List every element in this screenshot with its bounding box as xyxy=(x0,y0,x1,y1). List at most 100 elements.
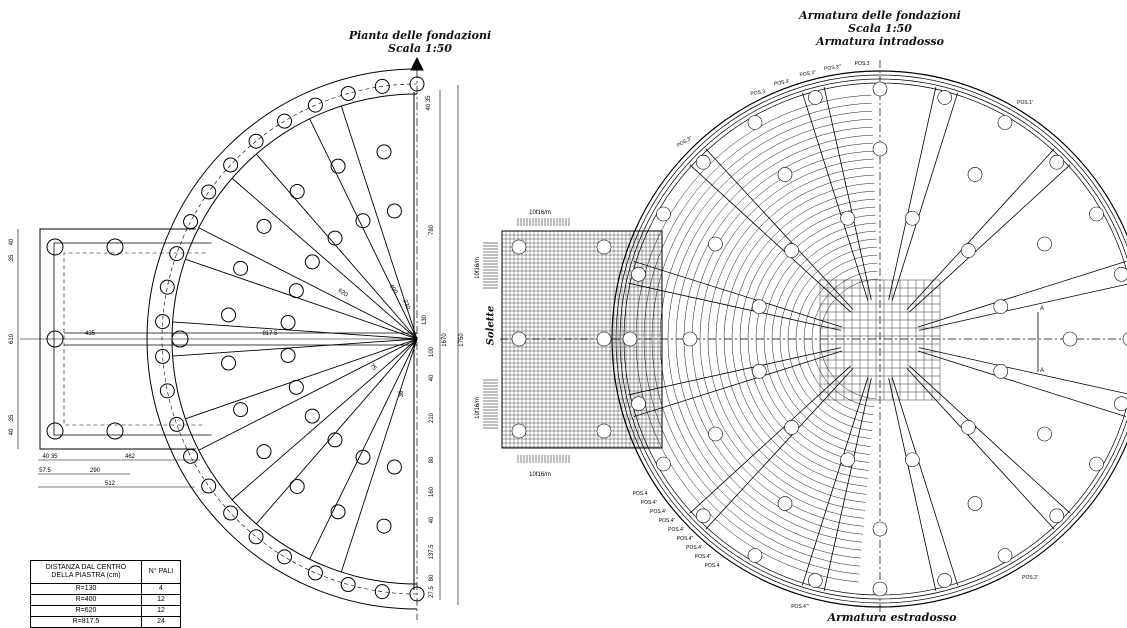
pile-circle xyxy=(277,113,293,129)
table-header-row: DISTANZA DAL CENTRO DELLA PIASTRA (cm) N… xyxy=(30,560,181,584)
pile-circle xyxy=(374,584,390,600)
pile-circle xyxy=(695,508,711,524)
pile-circle xyxy=(596,423,612,439)
pos-label: POS.4" xyxy=(695,554,712,560)
plan-rib-line xyxy=(185,338,418,420)
ring-bar xyxy=(731,190,875,487)
pile-circle xyxy=(993,364,1009,379)
pile-circle xyxy=(374,78,390,94)
pile-circle xyxy=(631,266,646,282)
plan-rib-line xyxy=(309,338,418,560)
pile-circle xyxy=(223,157,239,173)
dim-label: 35 xyxy=(9,414,15,421)
dim-label: 40 xyxy=(9,428,15,435)
bar-label: 10f16/m xyxy=(529,210,551,216)
spoke-bar xyxy=(888,377,937,591)
pile-circle xyxy=(1122,332,1127,346)
pile-circle xyxy=(1049,508,1065,524)
pile-circle xyxy=(905,210,920,226)
pile-circle xyxy=(656,456,671,472)
section-label: A xyxy=(1040,368,1044,374)
table-header-distance: DISTANZA DAL CENTRO DELLA PIASTRA (cm) xyxy=(30,560,142,584)
pile-circle xyxy=(596,239,612,255)
ring-bar xyxy=(755,214,876,463)
dim-label: 130 xyxy=(422,314,428,325)
pos-label: POS.4' xyxy=(650,509,666,515)
pile-circle xyxy=(993,299,1009,314)
pile-circle xyxy=(747,548,763,563)
table-cell-radius: R=817.5 xyxy=(30,616,142,628)
ring-bar xyxy=(787,246,877,431)
spoke-bar xyxy=(705,148,854,310)
pile-circle xyxy=(784,243,799,258)
table-cell-radius: R=620 xyxy=(30,605,142,617)
pile-circle xyxy=(340,85,356,101)
bar-label: 10f16/m xyxy=(475,397,481,419)
dim-label: 290 xyxy=(90,468,101,474)
pile-circle xyxy=(155,348,171,364)
pile-circle xyxy=(872,81,888,97)
bar-label: 10f16/m xyxy=(529,472,551,478)
spoke-bar xyxy=(909,365,1071,514)
spoke-bar xyxy=(918,283,1127,331)
dim-label: 40 xyxy=(429,374,435,381)
ring-bar xyxy=(747,206,876,471)
pile-circle xyxy=(183,448,199,464)
pile-circle xyxy=(747,115,763,130)
pile-circle xyxy=(307,565,323,581)
reinforcement-title-text: Armatura delle fondazioni xyxy=(799,9,961,22)
reinforcement-scale-text: Scala 1:50 xyxy=(848,22,912,35)
spoke-bar xyxy=(906,148,1055,310)
pile-circle xyxy=(1114,266,1127,282)
dim-label: 210 xyxy=(429,412,435,423)
spoke-bar xyxy=(823,377,872,591)
dim-label: 780 xyxy=(429,224,435,235)
dim-label: 620 xyxy=(337,288,349,299)
dim-label: 40 xyxy=(429,516,435,523)
plan-rib-line xyxy=(255,338,418,525)
ring-bar xyxy=(715,174,875,503)
pile-circle xyxy=(1037,426,1052,442)
plan-rib-line xyxy=(172,321,418,340)
pile-circle xyxy=(511,331,527,347)
pile-circle xyxy=(511,423,527,439)
pile-circle xyxy=(777,167,793,182)
pile-circle xyxy=(248,133,264,149)
pile-circle xyxy=(233,260,249,276)
spoke-bar xyxy=(823,87,872,301)
pile-circle xyxy=(183,214,199,230)
pile-circle xyxy=(409,586,425,602)
dim-label: 57.5 xyxy=(39,468,51,474)
pile-circle xyxy=(327,432,343,448)
pile-circle xyxy=(751,364,767,379)
pile-circle xyxy=(46,330,64,348)
spoke-bar xyxy=(628,282,842,331)
pile-circle xyxy=(695,154,711,170)
spoke-bar xyxy=(802,377,869,586)
pile-circle xyxy=(997,548,1013,563)
pile-circle xyxy=(106,422,124,440)
pile-circle xyxy=(304,254,320,270)
dim-label: 35 xyxy=(9,254,15,261)
spoke-bar xyxy=(633,261,842,328)
pile-circle xyxy=(872,521,888,537)
dim-label: 610 xyxy=(9,333,15,344)
dim-label: 36 xyxy=(399,390,405,397)
pos-label: POS.3''' xyxy=(824,64,842,72)
ring-bar xyxy=(643,102,872,575)
pile-circle xyxy=(708,236,723,252)
dim-label: 80 xyxy=(429,574,435,581)
plan-title: Pianta delle fondazioni Scala 1:50 xyxy=(335,29,505,55)
ring-bar xyxy=(635,94,872,583)
pile-circle xyxy=(248,529,264,545)
dim-label: 137.5 xyxy=(429,544,435,560)
pile-circle xyxy=(997,115,1013,130)
pile-circle xyxy=(221,355,237,371)
pile-circle xyxy=(596,331,612,347)
dim-label: 400 xyxy=(387,284,398,296)
solette-label: Solette xyxy=(485,305,497,346)
pile-circle xyxy=(277,549,293,565)
spoke-bar xyxy=(918,347,1127,395)
